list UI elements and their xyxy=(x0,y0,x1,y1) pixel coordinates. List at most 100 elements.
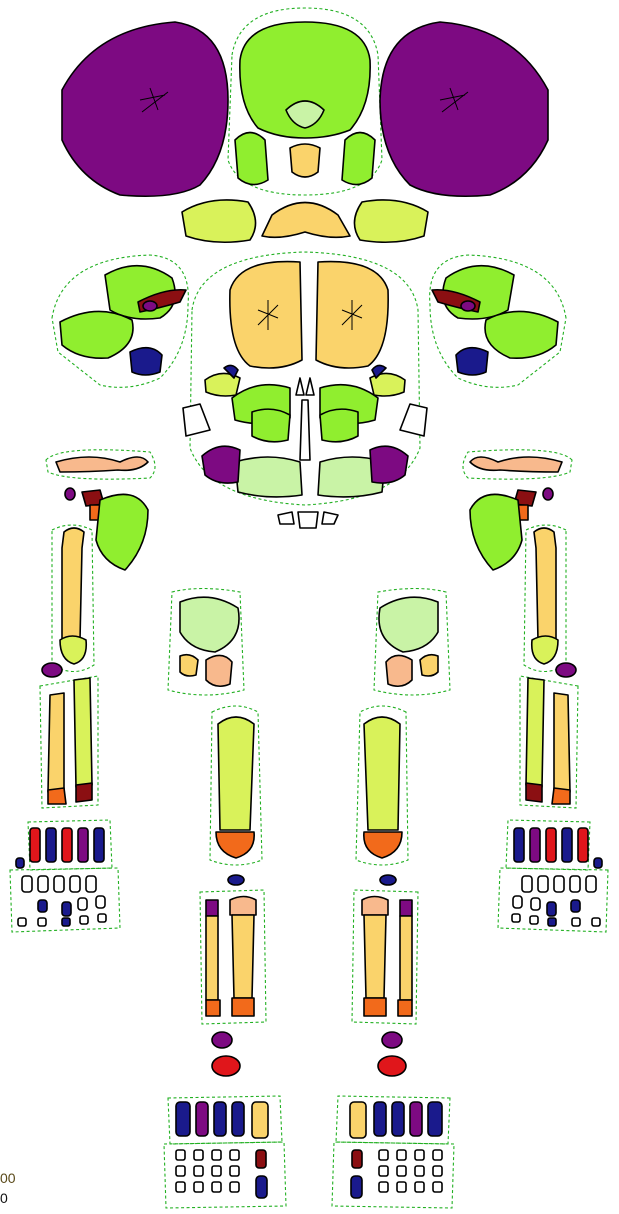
radius-epiphysis-right xyxy=(552,788,570,804)
metatarsal-1-right xyxy=(428,1102,442,1136)
lateral-occipital-right xyxy=(342,133,375,185)
sesamoid-right xyxy=(594,858,602,868)
talus-left xyxy=(212,1032,232,1048)
sphenoid xyxy=(262,203,350,238)
radius-epiphysis-left xyxy=(48,788,66,804)
ischium-lower-right xyxy=(386,655,412,686)
phalanx-grid-left xyxy=(18,876,106,926)
humerus-shaft-left xyxy=(62,528,84,640)
patella-right xyxy=(380,875,396,885)
temporal-left xyxy=(182,200,256,242)
coracoid-right xyxy=(461,301,475,311)
corner-label-top: 00 xyxy=(0,1170,16,1186)
scapula-lower-right xyxy=(470,494,522,570)
metatarsal-2-left xyxy=(196,1102,208,1136)
humerus-shaft-right xyxy=(534,528,556,640)
toe-grid-left xyxy=(176,1150,267,1198)
metatarsal-1-left xyxy=(176,1102,190,1136)
humerus-distal-left xyxy=(60,636,86,664)
metatarsal-3-right xyxy=(392,1102,404,1136)
metacarpal-4-right xyxy=(530,828,540,862)
metatarsal-5-left xyxy=(252,1102,268,1138)
temporal-sphenoid-row xyxy=(182,200,428,242)
mandible-left xyxy=(235,457,302,497)
metacarpal-3-left xyxy=(62,828,72,862)
ilium-right xyxy=(485,311,558,358)
metatarsal-3-left xyxy=(214,1102,226,1136)
upper-left-limb-girdle xyxy=(52,255,566,387)
clavicle-right xyxy=(470,457,562,472)
fibula-head-left xyxy=(206,900,218,916)
lower-legs xyxy=(200,890,418,1076)
carpal-dot-left xyxy=(65,488,75,500)
skull-group xyxy=(62,8,548,196)
ilium-left xyxy=(60,311,133,358)
inferior-concha-right xyxy=(400,404,427,436)
femur-distal-left xyxy=(216,832,254,858)
radius-right xyxy=(554,693,570,792)
phalanx-grid-right xyxy=(512,876,600,926)
olecranon-left xyxy=(42,663,62,677)
carpal-dot-right xyxy=(543,488,553,500)
mandible-condyle-left xyxy=(202,446,240,483)
talus-right xyxy=(382,1032,402,1048)
femora xyxy=(210,706,408,885)
forearms xyxy=(40,676,578,808)
ulna-epiphysis-right xyxy=(526,783,542,802)
femur-shaft-left xyxy=(218,717,254,830)
hand-right xyxy=(498,820,608,932)
corner-label-bottom: 0 xyxy=(0,1190,8,1206)
clavicle-scapula-row xyxy=(46,450,572,570)
metatarsal-2-right xyxy=(410,1102,422,1136)
foot-right xyxy=(332,1096,454,1208)
metacarpal-2-left xyxy=(46,828,56,862)
ilium-lower-left xyxy=(180,597,239,652)
metacarpal-2-right xyxy=(562,828,572,862)
toe-grid-right xyxy=(351,1150,442,1198)
tibia-head-right xyxy=(362,897,388,916)
pubis-right xyxy=(420,655,438,676)
tibia-epiphysis-left xyxy=(232,998,254,1016)
fibula-right xyxy=(400,916,412,1000)
face-group xyxy=(183,252,427,528)
basi-occipital xyxy=(290,144,320,177)
calcaneus-right xyxy=(378,1056,406,1076)
fibula-left xyxy=(206,916,218,1000)
tibia-epiphysis-right xyxy=(364,998,386,1016)
ulna-right xyxy=(526,678,544,787)
palatine-left xyxy=(252,409,290,442)
tibia-left xyxy=(232,915,254,998)
fibula-head-right xyxy=(400,900,412,916)
ischium-lower-left xyxy=(206,655,232,686)
ischium-left xyxy=(130,348,162,375)
scapula-lower-left xyxy=(96,494,148,570)
frontal-left xyxy=(230,262,302,368)
inferior-concha-left xyxy=(183,404,210,436)
metatarsal-5-right xyxy=(350,1102,366,1138)
metacarpal-5-right xyxy=(514,828,524,862)
metatarsal-4-left xyxy=(232,1102,244,1136)
coracoid-left xyxy=(143,301,157,311)
lateral-occipital-left xyxy=(235,133,268,185)
mandible-condyle-right xyxy=(370,446,408,483)
ulna-epiphysis-left xyxy=(76,783,92,802)
radius-left xyxy=(48,693,64,792)
olecranon-right xyxy=(556,663,576,677)
metacarpal-1-right xyxy=(578,828,588,862)
pelvis xyxy=(168,589,450,696)
vomer xyxy=(300,400,310,460)
metacarpal-4-left xyxy=(78,828,88,862)
humerus-distal-right xyxy=(532,636,558,664)
ulna-left xyxy=(74,678,92,787)
palatine-right xyxy=(320,409,358,442)
hyoid xyxy=(278,512,338,528)
patella-left xyxy=(228,875,244,885)
calcaneus-left xyxy=(212,1056,240,1076)
ilium-lower-right xyxy=(379,597,438,652)
femur-distal-right xyxy=(364,832,402,858)
sesamoid-left xyxy=(16,858,24,868)
metatarsal-4-right xyxy=(374,1102,386,1136)
foot-left xyxy=(164,1096,286,1208)
metacarpal-3-right xyxy=(546,828,556,862)
